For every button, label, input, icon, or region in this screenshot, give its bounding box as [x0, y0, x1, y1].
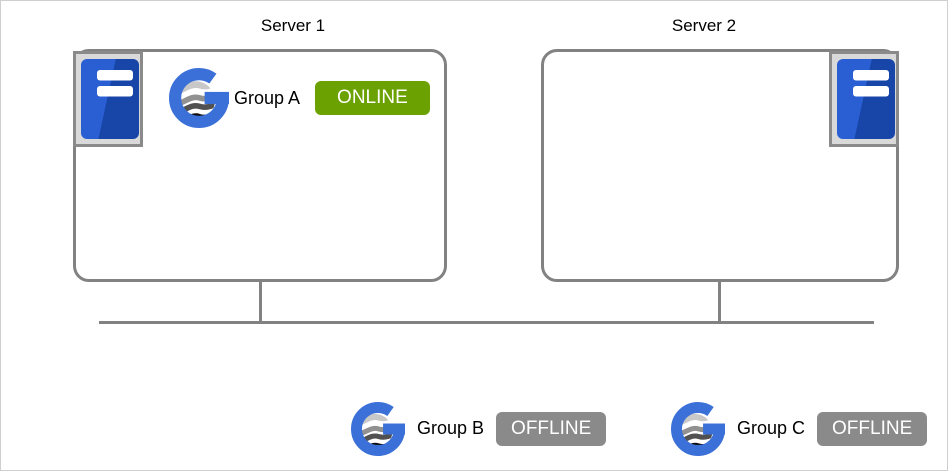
server-2-connector-line [718, 281, 721, 323]
server-2-title: Server 2 [671, 16, 737, 35]
group-b-row: Group B OFFLINE [351, 401, 607, 456]
server-1-icon [73, 51, 143, 147]
network-bus-line [99, 321, 874, 324]
group-c-row: Group C OFFLINE [671, 401, 928, 456]
availability-group-icon [169, 68, 229, 128]
group-b-status-badge: OFFLINE [496, 411, 607, 446]
group-c-label: Group C [737, 418, 806, 438]
server-2-icon [829, 51, 899, 147]
availability-group-icon [671, 402, 725, 456]
server-1-title: Server 1 [260, 16, 326, 35]
group-a-status-badge: ONLINE [315, 81, 430, 115]
availability-group-icon [351, 402, 405, 456]
group-b-label: Group B [417, 418, 485, 438]
group-a-label: Group A [234, 87, 301, 108]
group-c-status-badge: OFFLINE [817, 411, 928, 446]
server-1-connector-line [259, 281, 262, 323]
group-a-row: Group A ONLINE [169, 68, 430, 128]
